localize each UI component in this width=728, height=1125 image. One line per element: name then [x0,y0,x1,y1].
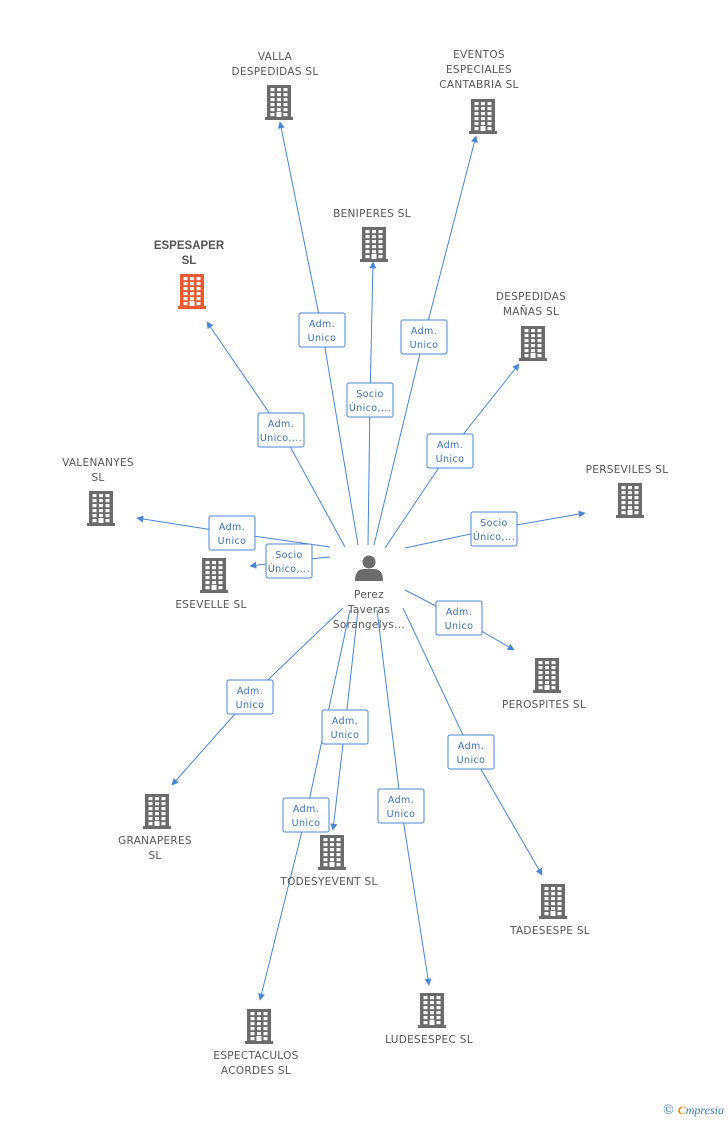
relation-text: Adm.Unico [236,686,265,711]
relation-label-espectaculos[interactable]: Adm.Unico [282,797,330,833]
relation-text: Adm.Unico [410,326,439,351]
building-icon[interactable] [360,227,388,262]
relation-label-valenanyes[interactable]: Adm.Unico [208,515,256,551]
relation-label-todesyevent[interactable]: Adm.Unico [321,709,369,745]
building-icon[interactable] [318,835,346,870]
building-icon[interactable] [87,491,115,526]
building-icon[interactable] [616,483,644,518]
relation-label-perospites[interactable]: Adm.Unico [435,600,483,636]
company-label-todesyevent: TODESYEVENT SL [279,876,377,888]
company-label-perospites: PEROSPITES SL [502,699,586,711]
relation-label-ludesespec[interactable]: Adm.Unico [377,788,425,824]
company-label-beniperes: BENIPERES SL [333,208,411,220]
person-icon[interactable] [355,555,383,582]
company-label-tadesespe: TADESESPE SL [509,925,590,937]
building-icon[interactable] [265,85,293,120]
relation-text: Adm.Unico [457,741,486,766]
relation-text: Adm.Unico [292,804,321,829]
relation-label-espesaper[interactable]: Adm.Unico,... [257,412,305,448]
relation-text: Adm.Unico [436,440,465,465]
relation-text: Adm.Unico [331,716,360,741]
building-icon[interactable] [533,658,561,693]
brand-name: mpresia [685,1103,724,1117]
building-icon[interactable] [143,794,171,829]
copyright-symbol: © [663,1103,674,1118]
building-icon[interactable] [178,274,206,309]
company-label-perseviles: PERSEVILES SL [586,464,669,476]
building-icon[interactable] [469,99,497,134]
relation-text: Adm.Unico [218,522,247,547]
relation-text: Adm.Unico,... [260,419,302,444]
relation-label-tadesespe[interactable]: Adm.Unico [447,734,495,770]
company-label-esevelle: ESEVELLE SL [175,599,246,611]
company-label-ludesespec: LUDESESPEC SL [385,1034,473,1046]
relation-label-despedidas[interactable]: Adm.Unico [426,433,474,469]
building-icon[interactable] [539,884,567,919]
building-icon[interactable] [519,326,547,361]
relation-text: Adm.Unico [308,319,337,344]
copyright-notice: ©Cmpresia [663,1103,724,1119]
building-icon[interactable] [418,993,446,1028]
brand-initial: C [677,1103,686,1117]
building-icon[interactable] [200,558,228,593]
relation-label-valla[interactable]: Adm.Unico [298,312,346,348]
relation-label-granaperes[interactable]: Adm.Unico [226,679,274,715]
relation-label-eventos[interactable]: Adm.Unico [400,319,448,355]
building-icon[interactable] [245,1009,273,1044]
relation-text: Adm.Unico [387,795,416,820]
relation-text: Adm.Unico [445,607,474,632]
